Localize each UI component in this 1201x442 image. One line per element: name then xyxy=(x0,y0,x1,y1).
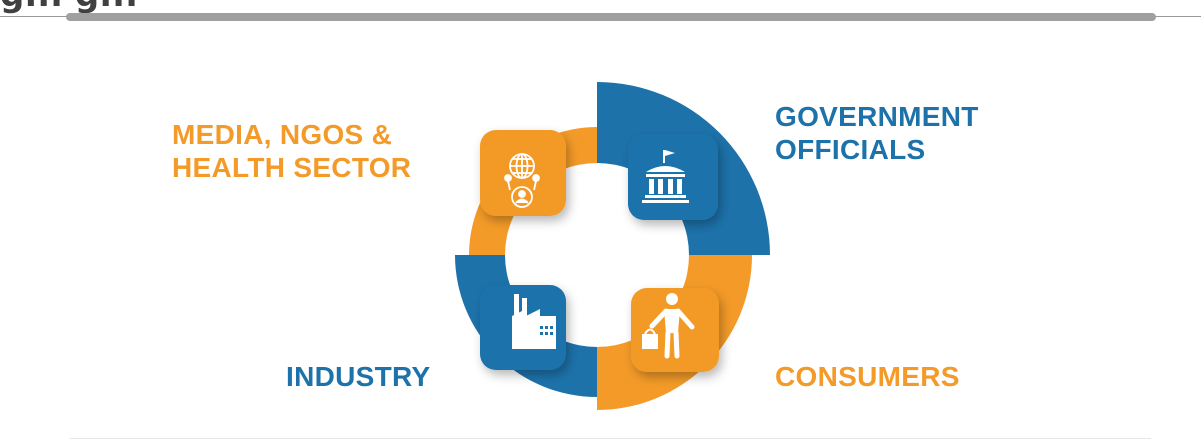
label-media-ngos-health: MEDIA, NGOS & HEALTH SECTOR xyxy=(172,119,412,183)
label-government-officials: GOVERNMENT OFFICIALS xyxy=(775,101,979,165)
page-header-title: g... g... xyxy=(0,0,138,12)
header-divider-bar xyxy=(66,13,1156,21)
factory-icon xyxy=(512,294,556,349)
footer-divider xyxy=(70,438,1151,439)
government-building-icon xyxy=(642,150,689,203)
globe-people-icon xyxy=(504,153,540,208)
label-industry: INDUSTRY xyxy=(286,361,431,392)
shopper-icon xyxy=(642,293,695,359)
label-consumers: CONSUMERS xyxy=(775,361,960,392)
